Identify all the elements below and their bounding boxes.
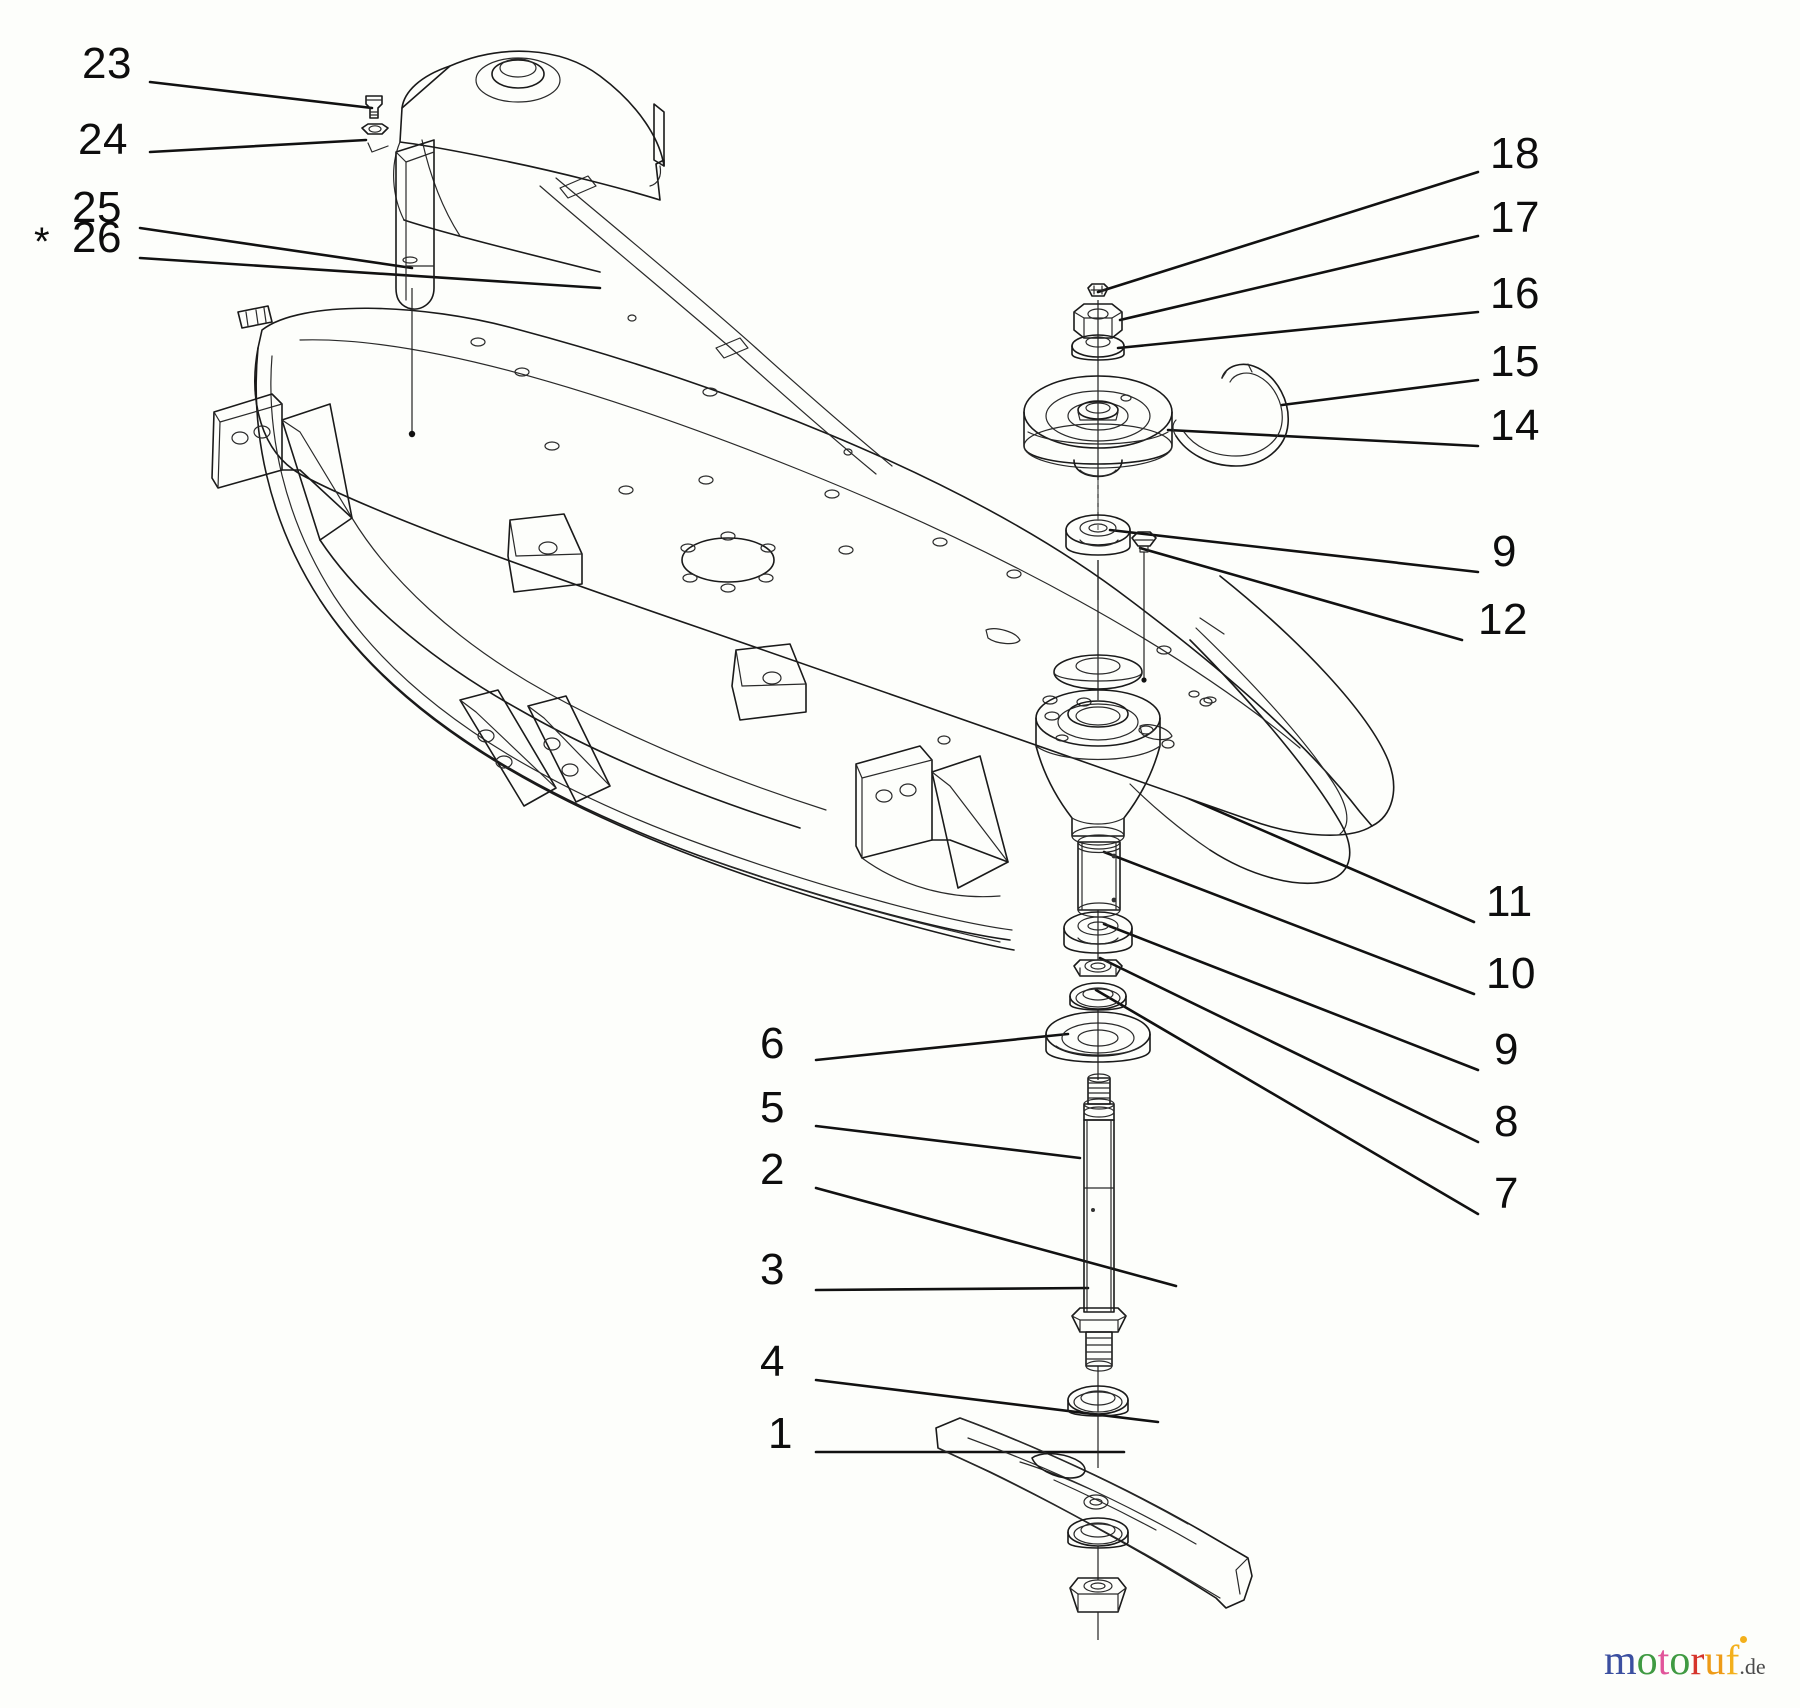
callout-number-9: 9: [1492, 527, 1517, 576]
logo-letter-0: m: [1604, 1638, 1637, 1684]
lock-nut-8: [1073, 959, 1123, 977]
guard-bolt-23: [365, 95, 383, 119]
spindle-housing-11: [1035, 560, 1161, 846]
lower-bearing-9: [1063, 911, 1133, 954]
logo-accent-dot: [1740, 1636, 1747, 1643]
belt-shield-15: [1172, 363, 1289, 467]
leader-line-26: [138, 256, 602, 290]
leader-line-24: [148, 138, 368, 154]
leader-line-10: [1102, 850, 1476, 996]
leader-line-7: [1094, 988, 1480, 1216]
callout-number-5: 5: [760, 1083, 785, 1132]
logo-letter-4: r: [1690, 1638, 1705, 1684]
blade-washer-4: [1067, 1517, 1129, 1580]
leader-line-17: [1118, 234, 1480, 322]
belt-guard-cover: [393, 50, 665, 273]
logo-letter-6: f: [1725, 1638, 1740, 1684]
callout-number-14: 14: [1490, 401, 1540, 450]
callout-number-12: 12: [1478, 595, 1528, 644]
leader-line-18: [1096, 170, 1480, 294]
blade-nut-1: [1069, 1577, 1127, 1640]
callout-number-1: 1: [768, 1409, 793, 1458]
guard-nut-24: [361, 123, 389, 153]
callout-number-9: 9: [1494, 1025, 1519, 1074]
callout-number-10: 10: [1486, 949, 1536, 998]
logo-suffix: .de: [1739, 1654, 1766, 1679]
callout-number-6: 6: [760, 1019, 785, 1068]
callout-number-7: 7: [1494, 1169, 1519, 1218]
lower-left-brackets: [459, 689, 611, 807]
callout-number-26: 26: [34, 216, 122, 263]
leader-line-16: [1116, 310, 1480, 350]
motoruf-logo: motoruf.de: [1604, 1636, 1766, 1684]
leader-line-8: [1098, 956, 1480, 1144]
right-mount-bracket: [855, 745, 1009, 898]
logo-wordmark: motoruf: [1604, 1638, 1739, 1684]
callout-number-18: 18: [1490, 129, 1540, 178]
upper-bearing-9: [1065, 514, 1131, 556]
leader-line-12: [1138, 546, 1464, 642]
washer-7: [1069, 982, 1127, 1011]
leader-line-2: [814, 1186, 1178, 1288]
left-mount-bracket: [211, 305, 353, 541]
callout-number-8: 8: [1494, 1097, 1519, 1146]
callout-number-15: 15: [1490, 337, 1540, 386]
leader-line-23: [148, 80, 374, 110]
leader-line-25: [138, 226, 414, 270]
callout-number-4: 4: [760, 1337, 785, 1386]
leader-line-4: [814, 1378, 1160, 1424]
leader-line-14: [1166, 428, 1480, 448]
pulley-assembly: [1023, 283, 1173, 520]
logo-letter-3: o: [1669, 1638, 1691, 1684]
callout-number-16: 16: [1490, 269, 1540, 318]
callout-number-3: 3: [760, 1245, 785, 1294]
logo-letter-1: o: [1636, 1638, 1658, 1684]
belt-guard-bracket: [395, 139, 435, 438]
leader-lines: [138, 80, 1480, 1454]
callout-number-2: 2: [760, 1145, 785, 1194]
leader-line-3: [814, 1286, 1090, 1292]
logo-letter-5: u: [1704, 1638, 1726, 1684]
leader-line-9: [1108, 528, 1480, 574]
callout-number-11: 11: [1486, 877, 1533, 926]
leader-line-5: [814, 1124, 1082, 1160]
mower-blade-2: [935, 1417, 1253, 1609]
mower-deck-shell: [211, 175, 1395, 951]
sheave-6: [1045, 1010, 1151, 1080]
callout-number-24: 24: [78, 115, 128, 164]
callout-number-17: 17: [1490, 193, 1540, 242]
leader-line-15: [1280, 378, 1480, 407]
logo-letter-2: t: [1657, 1638, 1670, 1684]
carriage-bolt-12: [1131, 531, 1157, 683]
spindle-shaft-5: [1071, 1073, 1127, 1412]
leader-line-9: [1102, 922, 1480, 1072]
callout-number-23: 23: [82, 39, 132, 88]
blade-washer-3: [1067, 1385, 1129, 1468]
leader-line-6: [814, 1032, 1070, 1062]
